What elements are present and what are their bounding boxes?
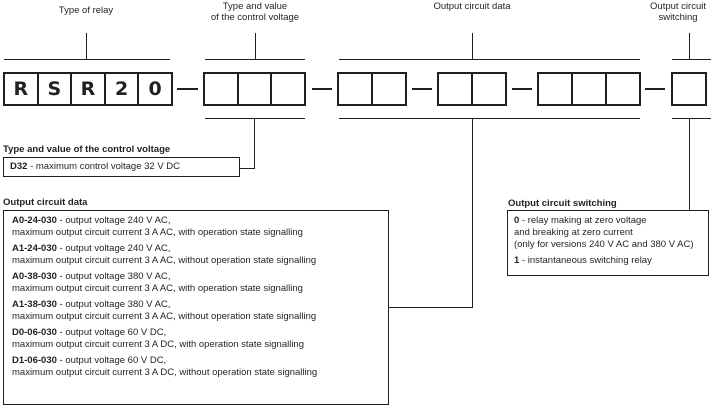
list-item: D0-06-030 - output voltage 60 V DC, maxi…: [12, 327, 388, 351]
connector-output-data-h: [389, 307, 473, 308]
list-item: A0-24-030 - output voltage 240 V AC, max…: [12, 215, 388, 239]
code-cell: R: [70, 74, 104, 104]
output-circuit-title: Output circuit data: [3, 197, 88, 208]
empty-cell: [236, 74, 271, 104]
empty-cell: [539, 74, 571, 104]
bracket-top-switching: [672, 59, 711, 60]
empty-cell: [471, 74, 505, 104]
connector-output-data: [472, 118, 473, 308]
entry-code: A1-24-030: [12, 243, 57, 254]
label-output-circuit-data: Output circuit data: [433, 1, 511, 12]
entry-line1: - output voltage 240 V AC,: [56, 243, 171, 254]
entry-line1: - instantaneous switching relay: [519, 255, 652, 266]
empty-cell: [270, 74, 304, 104]
output-data-code-2: [437, 72, 507, 106]
list-item: A1-38-030 - output voltage 380 V AC, max…: [12, 299, 388, 323]
empty-cell: [605, 74, 639, 104]
entry-code: D32: [10, 161, 28, 172]
entry-line1: - output voltage 380 V AC,: [56, 299, 171, 310]
separator-dash: [412, 88, 432, 90]
entry-line1: - output voltage 380 V AC,: [56, 271, 171, 282]
empty-cell: [371, 74, 405, 104]
label-switching-line1: Output circuit: [650, 1, 706, 12]
output-data-code-1: [337, 72, 407, 106]
entry-code: D0-06-030: [12, 327, 57, 338]
empty-cell: [673, 74, 705, 104]
bracket-bottom-control-voltage: [205, 118, 305, 119]
code-cell: S: [36, 74, 71, 104]
separator-dash: [512, 88, 532, 90]
list-item: A1-24-030 - output voltage 240 V AC, max…: [12, 243, 388, 267]
bracket-top-control-voltage: [205, 59, 305, 60]
empty-cell: [339, 74, 371, 104]
bracket-bottom-output-data: [339, 118, 640, 119]
entry-line2: maximum output circuit current 3 A AC, w…: [12, 311, 317, 322]
switching-title: Output circuit switching: [508, 198, 617, 209]
entry-code: A1-38-030: [12, 299, 57, 310]
entry-line1: - relay making at zero voltage: [519, 215, 647, 226]
bracket-top-output-data: [339, 59, 640, 60]
entry-text: - maximum control voltage 32 V DC: [27, 161, 181, 172]
label-type-of-relay: Type of relay: [58, 5, 114, 16]
list-item: 0 - relay making at zero voltage and bre…: [514, 215, 708, 251]
relay-type-code: R S R 2 0: [3, 72, 173, 106]
empty-cell: [439, 74, 471, 104]
switching-code: [671, 72, 707, 106]
separator-dash: [645, 88, 665, 90]
bracket-bottom-switching: [672, 118, 711, 119]
bracket-top-relay: [4, 59, 170, 60]
entry-line1: - output voltage 60 V DC,: [56, 355, 167, 366]
list-item: D1-06-030 - output voltage 60 V DC, maxi…: [12, 355, 388, 379]
entry-line3: (only for versions 240 V AC and 380 V AC…: [514, 239, 694, 250]
connector-switching: [689, 118, 690, 210]
list-item: A0-38-030 - output voltage 380 V AC, max…: [12, 271, 388, 295]
entry-code: D1-06-030: [12, 355, 57, 366]
entry-line2: maximum output circuit current 3 A AC, w…: [12, 255, 317, 266]
output-circuit-box: A0-24-030 - output voltage 240 V AC, max…: [3, 210, 389, 405]
entry-line2: maximum output circuit current 3 A DC, w…: [12, 367, 318, 378]
separator-dash: [312, 88, 332, 90]
entry-line2: maximum output circuit current 3 A DC, w…: [12, 339, 304, 350]
output-data-code-3: [537, 72, 641, 106]
empty-cell: [205, 74, 237, 104]
entry-code: A0-24-030: [12, 215, 57, 226]
entry-line2: and breaking at zero current: [514, 227, 633, 238]
label-switching-line2: switching: [658, 12, 698, 23]
label-control-voltage-line2: of the control voltage: [210, 12, 300, 23]
entry-line2: maximum output circuit current 3 A AC, w…: [12, 283, 303, 294]
entry-code: 1: [514, 255, 520, 266]
connector-control-voltage-h: [239, 168, 255, 169]
code-cell: 2: [103, 74, 138, 104]
entry-code: 0: [514, 215, 520, 226]
code-cell: 0: [137, 74, 171, 104]
entry-line2: maximum output circuit current 3 A AC, w…: [12, 227, 303, 238]
connector-control-voltage: [254, 118, 255, 169]
list-item: 1 - instantaneous switching relay: [514, 255, 708, 267]
bracket-tick-output-data: [472, 33, 473, 60]
entry-line1: - output voltage 240 V AC,: [56, 215, 171, 226]
entry-line1: - output voltage 60 V DC,: [56, 327, 167, 338]
control-voltage-title: Type and value of the control voltage: [3, 144, 171, 155]
entry-code: A0-38-030: [12, 271, 57, 282]
bracket-tick-relay: [86, 33, 87, 60]
code-cell: R: [13, 78, 29, 100]
bracket-tick-control-voltage: [255, 33, 256, 60]
empty-cell: [571, 74, 605, 104]
separator-dash: [177, 88, 198, 90]
control-voltage-code: [203, 72, 306, 106]
switching-box: 0 - relay making at zero voltage and bre…: [507, 210, 709, 276]
control-voltage-box: D32 - maximum control voltage 32 V DC: [3, 157, 240, 177]
bracket-tick-switching: [689, 33, 690, 60]
label-control-voltage-line1: Type and value: [222, 1, 288, 12]
